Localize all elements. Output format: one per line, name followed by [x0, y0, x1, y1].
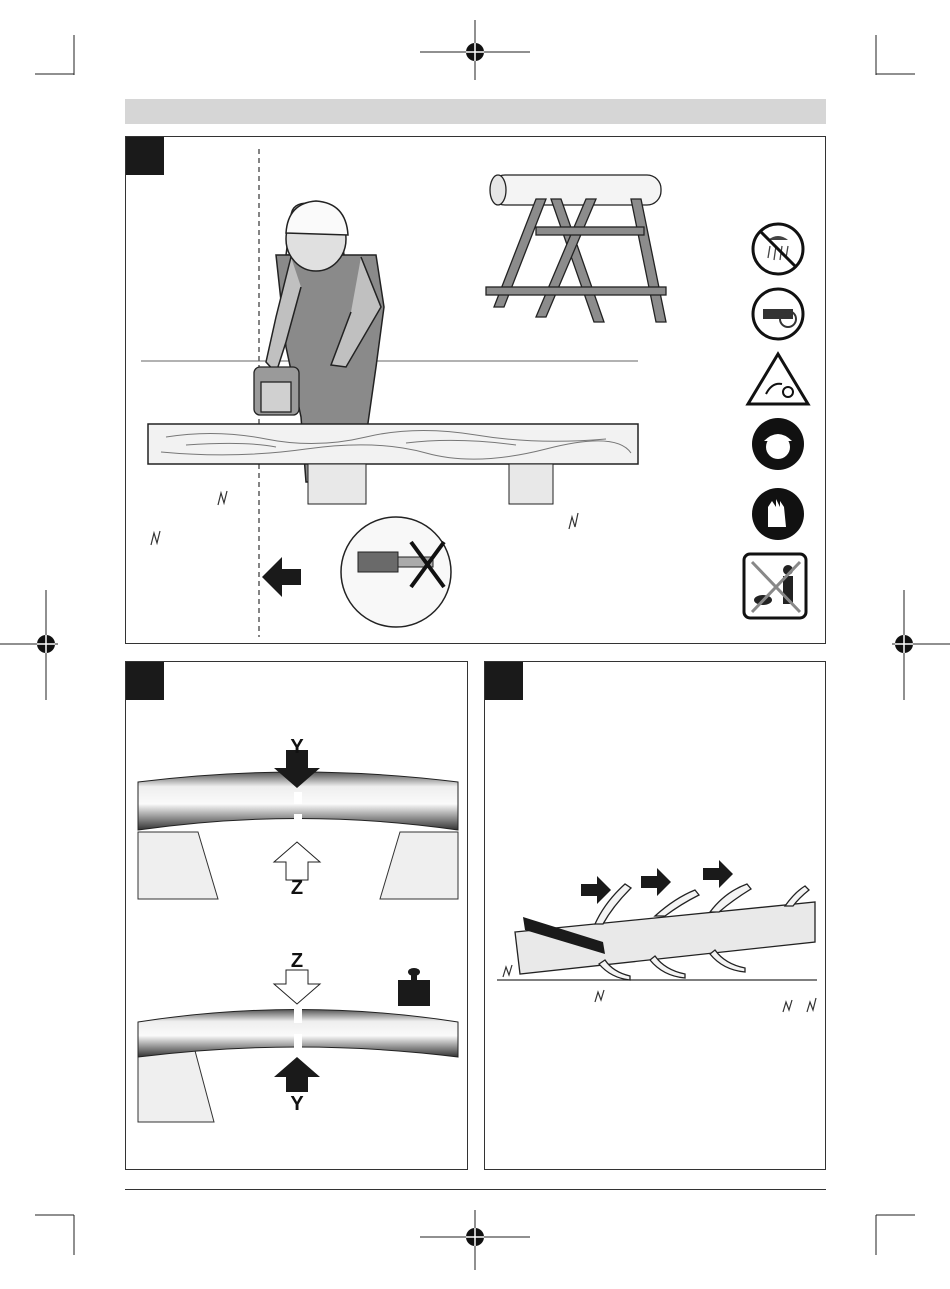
wear-gloves-icon — [752, 488, 804, 540]
arrow-label-y-2: Y — [290, 1093, 304, 1115]
bending-diagram: Y Z Z Y — [126, 662, 467, 1169]
limbing-illustration — [485, 662, 825, 1169]
force-arrow-up-outline — [274, 842, 320, 880]
direction-arrow — [262, 557, 301, 597]
arrow-label-z-2: Z — [291, 950, 303, 972]
kickback-inset — [341, 517, 451, 627]
arrow-label-z: Z — [291, 877, 303, 899]
wear-helmet-icon — [752, 418, 804, 470]
safety-icons-column — [738, 222, 813, 622]
sawhorse-with-log — [486, 175, 666, 322]
force-arrow-down-outline — [274, 970, 320, 1004]
arrow-label-y: Y — [290, 736, 304, 758]
keep-bystanders-away-icon — [744, 554, 806, 618]
weight-icon — [398, 968, 430, 1006]
hand-on-chainsaw-icon — [753, 289, 803, 339]
header-bar — [125, 99, 826, 124]
force-arrow-up — [274, 1057, 320, 1092]
cutting-log-illustration — [126, 137, 825, 643]
figure-panel-bending: Y Z Z Y — [125, 661, 468, 1170]
motion-arrows — [581, 860, 733, 904]
figure-panel-limbing — [484, 661, 826, 1170]
kickback-warning-icon — [748, 354, 808, 404]
footer-rule — [125, 1189, 826, 1190]
figure-panel-main — [125, 136, 826, 644]
no-rain-icon — [753, 224, 803, 274]
log — [148, 424, 638, 464]
chainsaw — [254, 367, 299, 415]
